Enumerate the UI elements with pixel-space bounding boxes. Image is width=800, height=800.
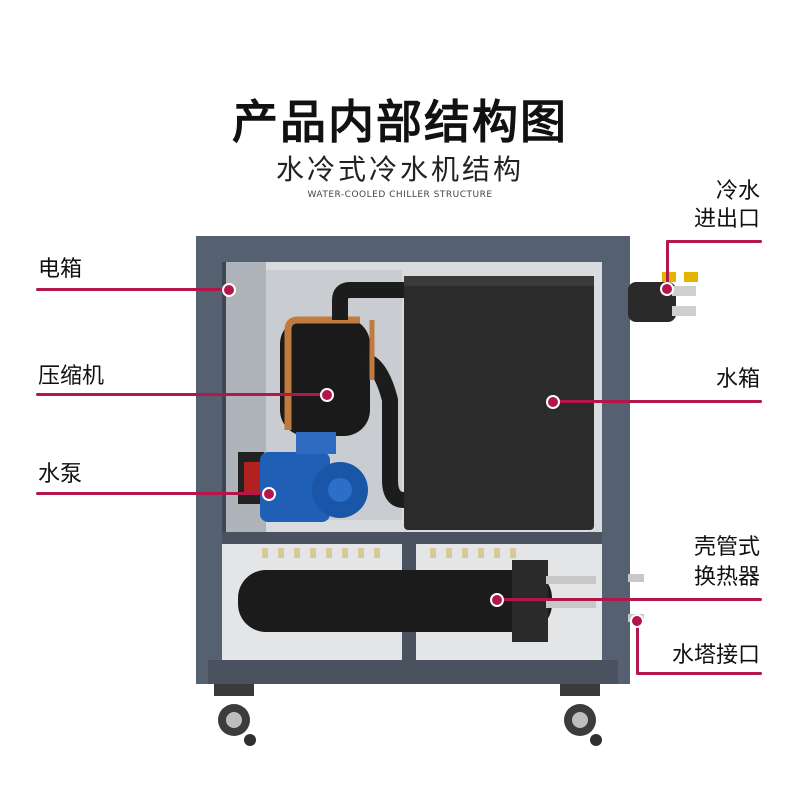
water-pump: [238, 432, 368, 522]
page-title: 产品内部结构图: [232, 95, 568, 149]
leader-electric-box: [36, 288, 228, 291]
dot-compressor: [320, 388, 334, 402]
label-compressor: 压缩机: [38, 364, 105, 389]
label-cooling-tower-port: 水塔接口: [671, 643, 760, 668]
compressor: [280, 318, 370, 436]
shell-tube-heat-exchanger: [238, 560, 596, 642]
vent-holes: [262, 548, 516, 558]
dot-heat-exchanger: [490, 593, 504, 607]
dot-water-pump: [262, 487, 276, 501]
page-subtitle-english: WATER-COOLED CHILLER STRUCTURE: [307, 190, 493, 200]
leader-compressor: [36, 393, 328, 396]
label-chilled-water-line2: 进出口: [693, 207, 760, 232]
dot-water-tank: [546, 395, 560, 409]
leader-chilled-water-h: [666, 240, 762, 243]
label-chilled-water-line1: 冷水: [715, 179, 760, 204]
dot-electric-box: [222, 283, 236, 297]
label-water-pump: 水泵: [38, 462, 83, 487]
leader-cooling-tower-h: [636, 672, 762, 675]
leader-water-tank: [552, 400, 762, 403]
casters: [214, 684, 602, 746]
label-water-tank: 水箱: [715, 367, 760, 392]
leader-chilled-water-v: [666, 240, 669, 286]
dot-cooling-tower: [630, 614, 644, 628]
dot-chilled-water: [660, 282, 674, 296]
label-heat-exchanger-line2: 换热器: [693, 565, 760, 590]
bottom-rail: [208, 660, 618, 684]
chilled-water-ports: [628, 272, 698, 322]
leader-water-pump: [36, 492, 270, 495]
label-electric-box: 电箱: [38, 257, 83, 282]
leader-heat-exchanger: [496, 598, 762, 601]
middle-rail: [222, 532, 602, 544]
leader-cooling-tower-v: [636, 622, 639, 674]
label-heat-exchanger-line1: 壳管式: [693, 535, 760, 560]
water-tank: [404, 276, 594, 530]
page-subtitle: 水冷式冷水机结构: [275, 153, 524, 186]
